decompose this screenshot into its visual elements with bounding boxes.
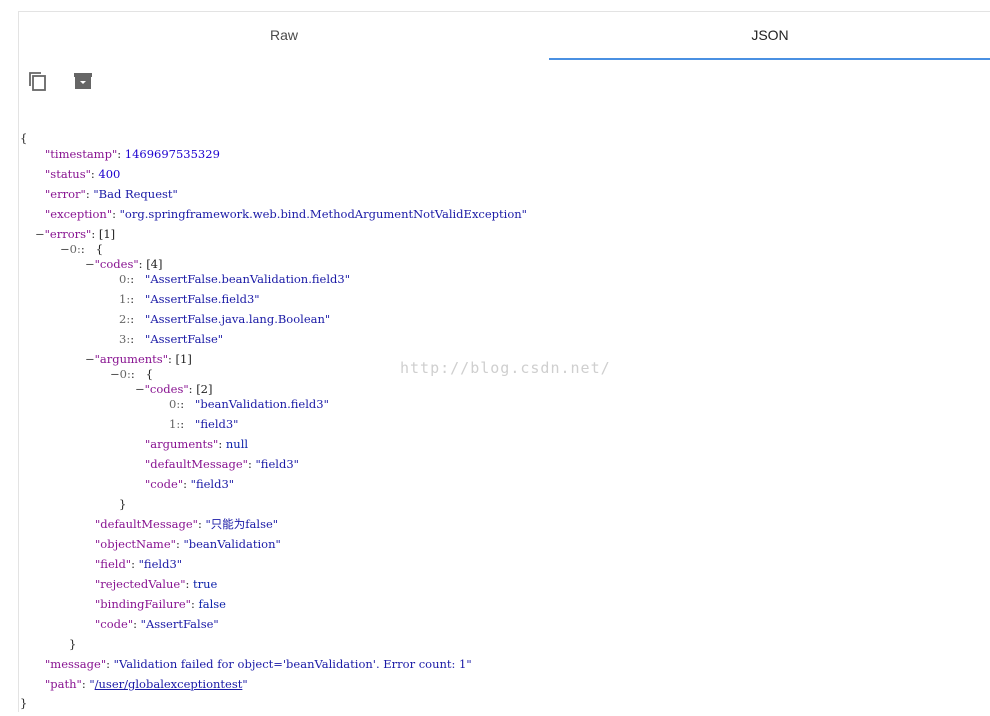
json-close-brace: }	[20, 696, 28, 710]
json-value: "field3"	[255, 457, 299, 471]
json-row-field: "field": "field3"	[95, 557, 183, 571]
json-row-arg-codes: −"codes": [2]	[135, 382, 213, 396]
json-row-arguments: −"arguments": [1]	[85, 352, 192, 366]
json-close-brace: }	[69, 637, 77, 651]
json-key: "message"	[45, 657, 107, 671]
array-count: [4]	[146, 257, 163, 271]
json-value: "Bad Request"	[93, 187, 178, 201]
tab-raw[interactable]: Raw	[269, 27, 298, 43]
json-viewer-panel: Raw JSON	[18, 11, 990, 712]
collapse-toggle[interactable]: −	[85, 352, 95, 366]
json-value: "AssertFalse.field3"	[145, 292, 260, 306]
json-open-brace: {	[20, 131, 28, 145]
array-item: 0:: "beanValidation.field3"	[169, 397, 329, 411]
json-key: "rejectedValue"	[95, 577, 186, 591]
json-key: "bindingFailure"	[95, 597, 191, 611]
path-link[interactable]: /user/globalexceptiontest	[94, 677, 243, 691]
json-key: "defaultMessage"	[145, 457, 248, 471]
json-row-arguments-0: −0:: {	[110, 367, 154, 381]
json-key: "path"	[45, 677, 82, 691]
active-tab-indicator	[549, 58, 990, 60]
json-value: "AssertFalse.java.lang.Boolean"	[145, 312, 331, 326]
array-item: 2:: "AssertFalse.java.lang.Boolean"	[119, 312, 331, 326]
json-value: "beanValidation.field3"	[195, 397, 329, 411]
json-key: "timestamp"	[45, 147, 118, 161]
json-value: "Validation failed for object='beanValid…	[113, 657, 472, 671]
json-key: "codes"	[144, 382, 189, 396]
json-value: "field3"	[138, 557, 183, 571]
copy-icon[interactable]	[27, 70, 49, 92]
collapse-toggle[interactable]: −	[60, 242, 70, 256]
array-count: [1]	[175, 352, 192, 366]
json-key: "errors"	[44, 227, 92, 241]
collapse-toggle[interactable]: −	[35, 227, 45, 241]
json-value: "AssertFalse"	[140, 617, 219, 631]
json-key: "code"	[145, 477, 184, 491]
array-item: 1:: "AssertFalse.field3"	[119, 292, 260, 306]
array-item: 0:: "AssertFalse.beanValidation.field3"	[119, 272, 350, 286]
json-value: "field3"	[190, 477, 235, 491]
json-key: "objectName"	[95, 537, 176, 551]
json-row-message: "message": "Validation failed for object…	[45, 657, 472, 671]
json-row-objectname: "objectName": "beanValidation"	[95, 537, 281, 551]
json-row-errors: −"errors": [1]	[35, 227, 116, 241]
json-row-arg-defaultmessage: "defaultMessage": "field3"	[145, 457, 299, 471]
json-row-errors-0: −0:: {	[60, 242, 104, 256]
json-value: 400	[98, 167, 121, 181]
json-row-error: "error": "Bad Request"	[45, 187, 178, 201]
json-row-status: "status": 400	[45, 167, 121, 181]
json-key: "arguments"	[94, 352, 168, 366]
json-key: "code"	[95, 617, 134, 631]
json-row-arg-arguments: "arguments": null	[145, 437, 249, 451]
json-value: "beanValidation"	[183, 537, 281, 551]
array-item: 1:: "field3"	[169, 417, 239, 431]
collapse-toggle[interactable]: −	[135, 382, 145, 396]
json-value: "field3"	[195, 417, 239, 431]
json-row-arg-code: "code": "field3"	[145, 477, 235, 491]
json-value: "AssertFalse.beanValidation.field3"	[145, 272, 350, 286]
json-row-code: "code": "AssertFalse"	[95, 617, 219, 631]
json-value: null	[225, 437, 249, 451]
json-value: "AssertFalse"	[145, 332, 224, 346]
json-row-rejectedvalue: "rejectedValue": true	[95, 577, 218, 591]
array-item: 3:: "AssertFalse"	[119, 332, 224, 346]
json-key: "defaultMessage"	[95, 517, 198, 531]
json-key: "exception"	[45, 207, 113, 221]
json-key: "status"	[45, 167, 91, 181]
array-count: [1]	[98, 227, 116, 241]
archive-download-icon[interactable]	[72, 70, 94, 92]
json-key: "field"	[95, 557, 132, 571]
json-key: "error"	[45, 187, 86, 201]
json-row-exception: "exception": "org.springframework.web.bi…	[45, 207, 527, 221]
array-count: [2]	[196, 382, 213, 396]
collapse-toggle[interactable]: −	[110, 367, 120, 381]
json-value: "org.springframework.web.bind.MethodArgu…	[119, 207, 527, 221]
json-row-timestamp: "timestamp": 1469697535329	[45, 147, 220, 161]
collapse-toggle[interactable]: −	[85, 257, 95, 271]
tab-json[interactable]: JSON	[751, 27, 789, 43]
view-tabs: Raw JSON	[19, 12, 990, 60]
json-key: "arguments"	[145, 437, 219, 451]
json-value: "只能为false"	[205, 517, 279, 531]
json-key: "codes"	[94, 257, 139, 271]
json-row-path: "path": "/user/globalexceptiontest"	[45, 677, 248, 691]
watermark: http://blog.csdn.net/	[400, 359, 611, 377]
json-row-codes: −"codes": [4]	[85, 257, 163, 271]
json-value: false	[198, 597, 226, 611]
json-value: 1469697535329	[124, 147, 220, 161]
json-value: true	[193, 577, 218, 591]
json-row-defaultmessage: "defaultMessage": "只能为false"	[95, 517, 279, 531]
json-row-bindingfailure: "bindingFailure": false	[95, 597, 226, 611]
json-close-brace: }	[119, 497, 127, 511]
